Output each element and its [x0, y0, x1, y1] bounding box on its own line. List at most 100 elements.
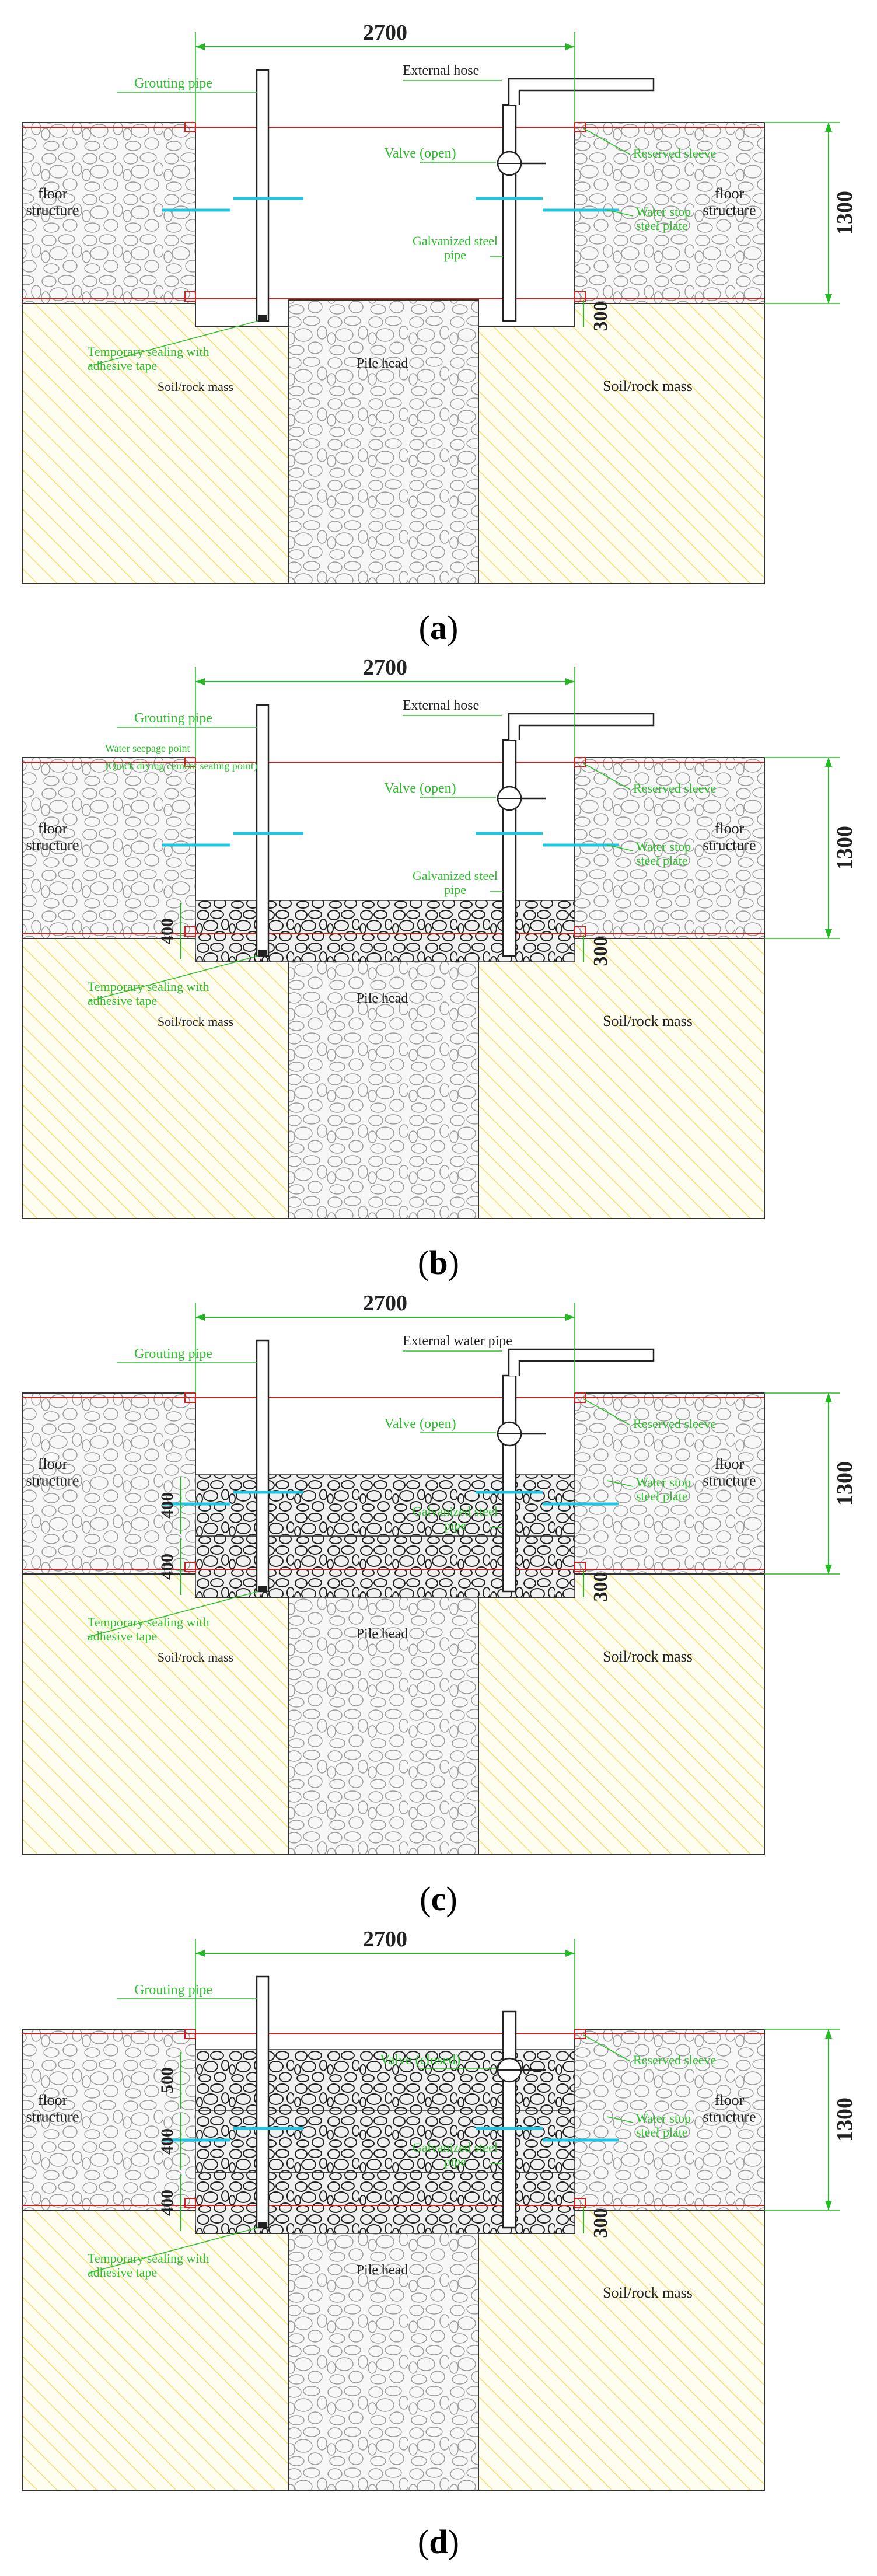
galvanized-steel-pipe — [502, 2010, 517, 2229]
leader-temp-seal — [87, 2227, 258, 2274]
dimension-top-label: 2700 — [363, 20, 407, 45]
caption-paren-open: ( — [420, 1880, 431, 1918]
floor-structure-right — [574, 1392, 765, 1575]
label-soil-right: Soil/rock mass — [603, 1648, 693, 1665]
reserved-sleeve-mark-right-2 — [574, 926, 586, 937]
dimension-right-label: 1300 — [833, 2097, 857, 2142]
layer-dimension-label-2: 400 — [158, 2128, 177, 2155]
label-grouting-pipe: Grouting pipe — [134, 76, 212, 91]
leader-reserved-sleeve — [583, 2034, 631, 2062]
dimension-arrow-up — [825, 2029, 832, 2039]
label-external-pipe: External hose — [403, 63, 479, 78]
dimension-right-label: 1300 — [833, 1461, 857, 1506]
label-reserved-sleeve: Reserved sleeve — [633, 781, 716, 795]
caption-letter: b — [429, 1244, 448, 1282]
leader-reserved-sleeve — [583, 1398, 631, 1426]
floor-structure-left — [22, 122, 196, 304]
leader-temp-seal — [87, 955, 258, 1002]
concrete-layer-1 — [195, 2172, 575, 2234]
reserved-sleeve-mark-left-2 — [184, 2198, 196, 2208]
leader-temp-seal — [87, 320, 258, 367]
label-soil-left: Soil/rock mass — [158, 379, 233, 394]
label-valve: Valve (closed) — [380, 2053, 460, 2068]
label-external-pipe: External hose — [403, 698, 479, 713]
label-reserved-sleeve: Reserved sleeve — [633, 1416, 716, 1431]
layer-dimension-label-1: 400 — [158, 918, 177, 944]
reserved-sleeve-mark-right — [574, 2029, 586, 2039]
concrete-layer-2 — [195, 2110, 575, 2173]
pile-head — [288, 1570, 479, 1855]
label-valve: Valve (open) — [384, 781, 456, 796]
pit-outline — [195, 123, 575, 327]
concrete-layer-1 — [195, 1535, 575, 1598]
dimension-top-label: 2700 — [363, 655, 407, 680]
floor-structure-left — [22, 1392, 196, 1575]
floor-structure-right — [574, 757, 765, 939]
reserved-sleeve-mark-left — [184, 1392, 196, 1403]
leader-reserved-sleeve — [583, 128, 631, 155]
pile-head — [288, 934, 479, 1219]
external-pipe — [508, 78, 655, 105]
concrete-layer-2 — [195, 1474, 575, 1537]
label-soil-left: Soil/rock mass — [158, 1650, 233, 1664]
label-soil-right: Soil/rock mass — [603, 378, 693, 395]
floor-structure-left — [22, 2029, 196, 2211]
reserved-sleeve-mark-right-2 — [574, 2198, 586, 2208]
label-external-pipe: External water pipe — [403, 1334, 512, 1349]
pile-head — [288, 2206, 479, 2491]
caption-letter: d — [429, 2523, 448, 2561]
dimension-right-label: 1300 — [833, 191, 857, 235]
reserved-sleeve-mark-right — [574, 122, 586, 132]
reserved-sleeve-mark-right — [574, 1392, 586, 1403]
pile-head — [288, 299, 479, 584]
leader-water-stop — [606, 2116, 634, 2123]
caption-d: (d) — [0, 2522, 877, 2561]
grouting-pipe — [256, 1339, 270, 1593]
dimension-arrow-right — [565, 678, 575, 685]
leader-reserved-sleeve — [583, 763, 631, 790]
dimension-300-label: 300 — [590, 1572, 612, 1602]
grouting-pipe — [256, 69, 270, 322]
layer-dimension-label-2: 400 — [158, 1492, 177, 1519]
layer-dimension-label-1: 400 — [158, 2190, 177, 2216]
layer-dimension-label-3: 500 — [158, 2067, 177, 2093]
galvanized-steel-pipe — [502, 739, 517, 957]
external-pipe — [508, 1348, 655, 1376]
label-soil-right: Soil/rock mass — [603, 2284, 693, 2301]
label-pile-head: Pile head — [357, 356, 408, 371]
reserved-sleeve-mark-left-2 — [184, 291, 196, 302]
label-pile-head: Pile head — [357, 1626, 408, 1642]
label-valve: Valve (open) — [384, 1416, 456, 1432]
dimension-arrow-right — [565, 1314, 575, 1321]
dimension-top-label: 2700 — [363, 1927, 407, 1952]
label-valve: Valve (open) — [384, 146, 456, 161]
layer-dimension-label-1: 400 — [158, 1554, 177, 1580]
label-grouting-pipe: Grouting pipe — [134, 1346, 212, 1362]
dimension-arrow-right — [565, 1950, 575, 1957]
dimension-right-label: 1300 — [833, 826, 857, 870]
grouting-pipe-seal — [258, 315, 267, 321]
leader-temp-seal — [87, 1591, 258, 1638]
galvanized-steel-pipe — [502, 1374, 517, 1593]
dimension-arrow-down — [825, 929, 832, 938]
caption-paren-close: ) — [447, 609, 459, 647]
caption-paren-open: ( — [418, 1244, 429, 1282]
reserved-sleeve-mark-left-2 — [184, 926, 196, 937]
dimension-arrow-up — [825, 1393, 832, 1402]
